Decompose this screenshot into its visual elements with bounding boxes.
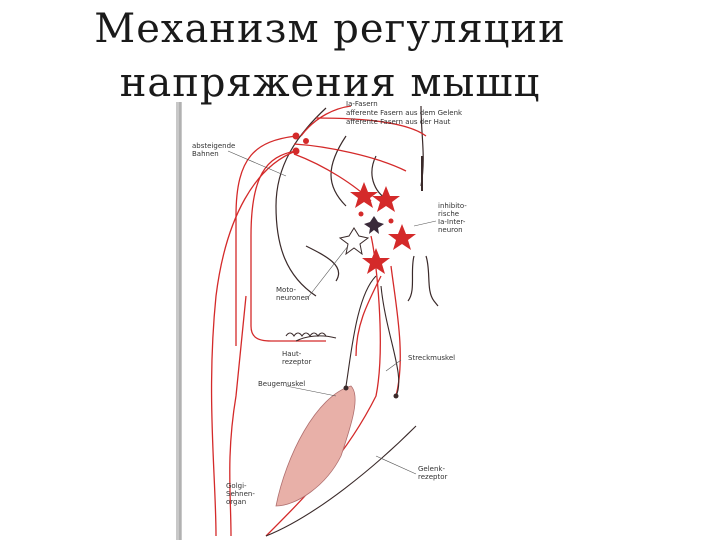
descending-fibers: [235, 135, 407, 346]
label-ia-fibers: Ia-Fasern: [346, 100, 378, 108]
label-joint-receptor-2: rezeptor: [418, 473, 447, 481]
interneuron-3: [388, 224, 416, 250]
label-interneuron-3: Ia-Inter-: [438, 218, 466, 226]
skin-receptor-coil: [285, 332, 327, 337]
label-golgi-1: Golgi-: [226, 482, 247, 490]
scan-edge-strip: [176, 102, 182, 540]
interneuron-4: [362, 248, 390, 274]
title-line-2: напряжения мышц: [119, 60, 541, 106]
label-skin-receptor-2: rezeptor: [282, 358, 311, 366]
label-interneuron-1: inhibito-: [438, 202, 467, 210]
flexor-muscle-shape: [275, 385, 356, 507]
label-skin-receptor-1: Haut-: [282, 350, 302, 358]
label-extensor: Streckmuskel: [408, 354, 455, 362]
motor-fibers: [265, 275, 417, 537]
label-flexor: Beugemuskel: [258, 380, 305, 388]
label-joint-receptor-1: Gelenk-: [418, 465, 445, 473]
label-motoneuron-2: neuronen: [276, 294, 309, 302]
interneuron-1: [350, 182, 378, 208]
synapse-dots: [292, 132, 399, 399]
label-golgi-2: Sehnen-: [226, 490, 255, 498]
label-skin-fibers: afferente Fasern aus der Haut: [346, 118, 451, 126]
label-descending-1: absteigende: [192, 142, 235, 150]
label-golgi-3: organ: [226, 498, 246, 506]
interneuron-2: [372, 186, 400, 212]
motoneuron: [338, 227, 370, 256]
neurons: [338, 182, 416, 274]
label-joint-fibers: afferente Fasern aus dem Gelenk: [346, 109, 463, 117]
inhibitory-interneuron: [364, 216, 384, 234]
title-line-1: Механизм регуляции: [94, 6, 566, 52]
label-motoneuron-1: Moto-: [276, 286, 296, 294]
label-interneuron-2: rische: [438, 210, 459, 218]
leader-lines: [227, 150, 437, 475]
label-descending-2: Bahnen: [192, 150, 219, 158]
neural-diagram: Ia-Fasern afferente Fasern aus dem Gelen…: [176, 100, 467, 540]
label-interneuron-4: neuron: [438, 226, 463, 234]
